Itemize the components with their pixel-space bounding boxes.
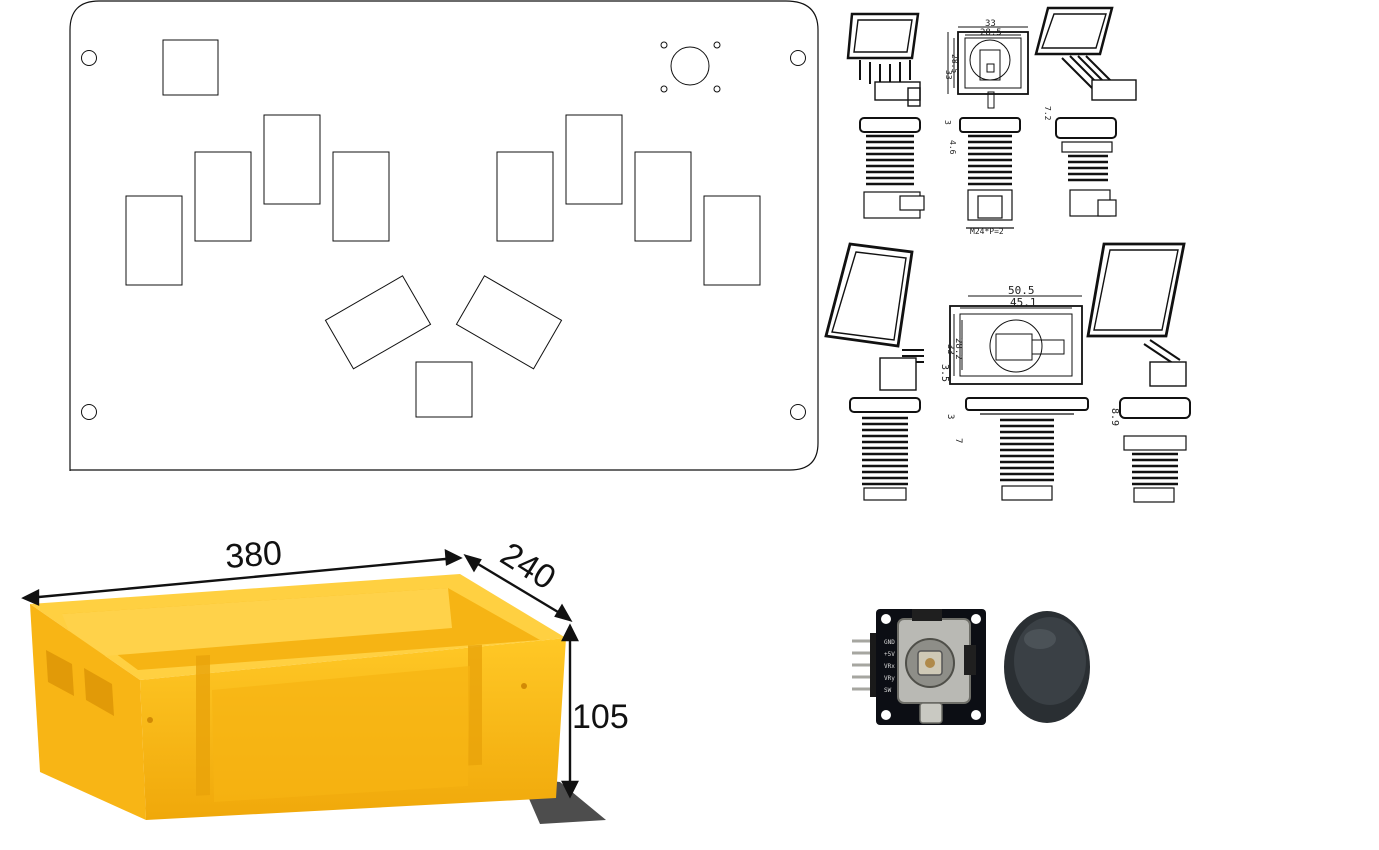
joystick-potentiometer (964, 645, 976, 675)
dim-label: 28.5 (980, 28, 1002, 38)
square-button-side-right (1055, 117, 1117, 217)
thumb-button-cutout (455, 275, 563, 370)
box-inner-back (62, 588, 452, 658)
rect-button-iso-right (1086, 242, 1187, 387)
joystick-thumb-cap-top (1014, 617, 1086, 705)
joystick-stem-center (925, 658, 935, 668)
square-button-side-left (859, 117, 925, 219)
box-rib (468, 644, 482, 766)
square-button-drawing: 33 28.5 33 28.5 3 4.6 7.2 M24*P=2 (846, 6, 1137, 236)
connector-cutout (660, 41, 721, 93)
button-cutout (634, 151, 692, 242)
box-length-label: 380 (224, 534, 283, 576)
box-handle (46, 650, 74, 696)
pcb-hole (881, 710, 891, 720)
dim-label: 33 (985, 19, 996, 29)
button-cutout (263, 114, 321, 205)
button-cutout (703, 195, 761, 286)
pcb-hole (881, 614, 891, 624)
pcb-hole (971, 614, 981, 624)
button-cutout (194, 151, 252, 242)
mounting-hole (81, 404, 97, 420)
pin-label: VRy (884, 675, 895, 682)
joystick-thumb-cap-highlight (1024, 629, 1056, 649)
pin-labels: GND +5V VRx VRy SW (884, 639, 895, 694)
box-rib (196, 654, 210, 796)
dim-label: 7.2 (1043, 106, 1052, 121)
yellow-box-illustration: 380 240 105 (21, 534, 629, 824)
box-rivet (147, 717, 153, 723)
small-button-cutout (162, 39, 219, 96)
bottom-button-cutout (415, 361, 473, 418)
dimension-arrows (21, 548, 579, 799)
pin-label: VRx (884, 663, 895, 670)
joystick-module-illustration: GND +5V VRx VRy SW (852, 609, 1090, 725)
square-button-side-center (959, 117, 1021, 229)
rect-button-side-left (849, 397, 921, 501)
dim-label: 4.6 (948, 140, 957, 155)
dim-label: 33 (945, 344, 955, 355)
box-rivet (521, 683, 527, 689)
joystick-switch (919, 702, 943, 724)
pcb-hole (971, 710, 981, 720)
button-cutout (496, 151, 554, 242)
dim-label: 3.5 (939, 364, 950, 382)
mounting-hole (790, 404, 806, 420)
panel-layout-drawing (69, 0, 819, 471)
rect-button-top-view (949, 295, 1083, 385)
header-pin-block (870, 633, 878, 697)
panel-outline (69, 0, 819, 471)
button-cutout (332, 151, 390, 242)
button-cutout (565, 114, 623, 205)
pin-label: +5V (884, 651, 895, 658)
rect-button-drawing: 50.5 45.1 33 28.2 3.5 3 7 8.9 (824, 242, 1191, 503)
pin-label: GND (884, 639, 895, 646)
box-handle (84, 668, 114, 716)
box-height-label: 105 (572, 698, 629, 736)
rect-button-side-center (965, 397, 1089, 501)
dim-label: 7 (953, 438, 963, 443)
box-panel (212, 666, 470, 802)
pin-label: SW (884, 687, 892, 694)
dim-label: 3 (945, 414, 955, 419)
rect-button-side-right (1119, 397, 1191, 503)
thumb-button-cutout (324, 275, 432, 370)
dim-label: 3 (943, 120, 952, 125)
dim-label: 8.9 (1109, 408, 1120, 426)
dim-label: 45.1 (1010, 296, 1037, 309)
rect-button-iso-left (824, 242, 924, 391)
square-button-top-view (947, 26, 1029, 109)
square-button-iso-left (846, 12, 921, 107)
mounting-hole (790, 50, 806, 66)
button-cutout (125, 195, 183, 286)
dim-label: 33 (944, 70, 953, 80)
dim-label: 50.5 (1008, 284, 1035, 297)
box-width-label: 240 (494, 535, 562, 597)
dim-label: 28.2 (953, 338, 963, 360)
dim-label: M24*P=2 (970, 227, 1004, 236)
dim-label: 28.5 (950, 54, 959, 73)
joystick-potentiometer (912, 609, 942, 621)
square-button-iso-right (1034, 6, 1137, 101)
mounting-hole (81, 50, 97, 66)
